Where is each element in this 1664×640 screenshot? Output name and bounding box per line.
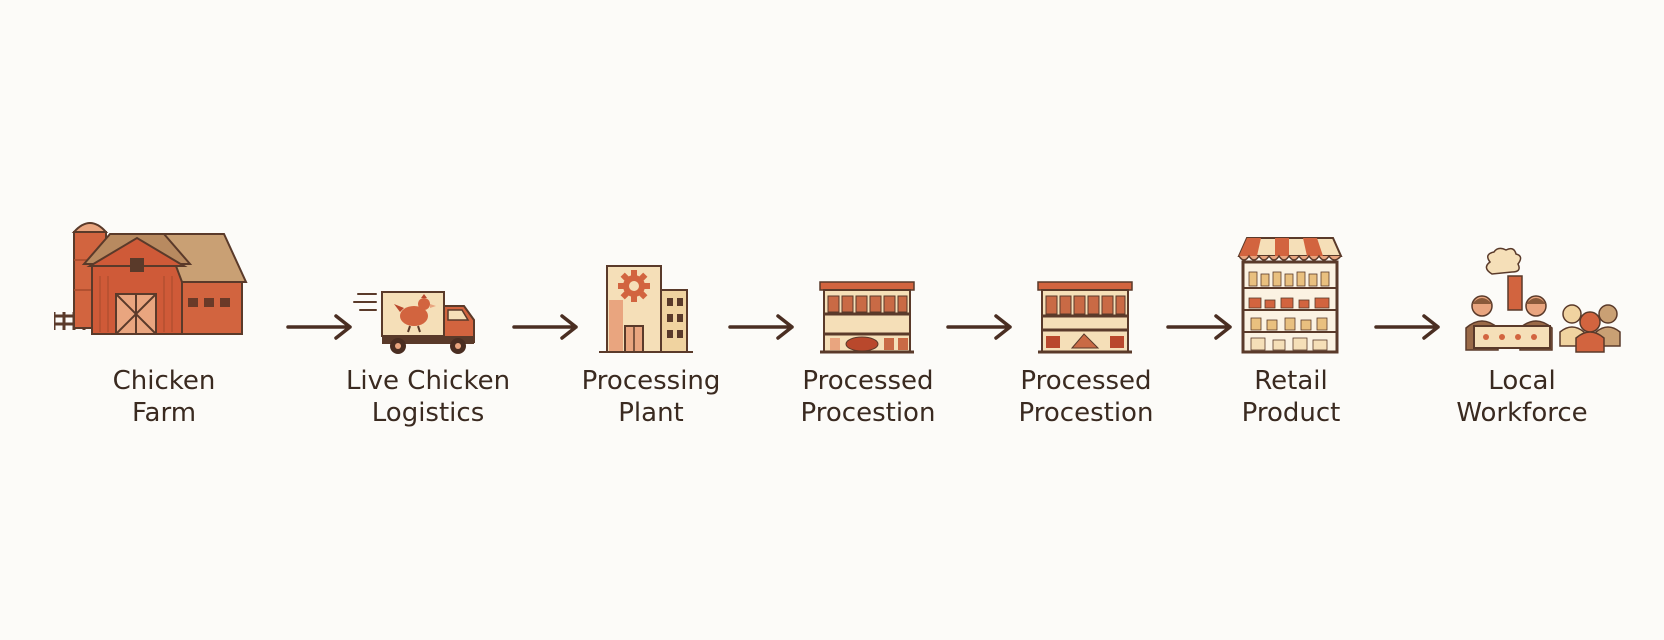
step-label-line-2: Logistics — [371, 398, 485, 428]
arrow-icon — [1166, 312, 1236, 342]
barn-icon — [54, 220, 274, 360]
step-label-line-2: Workforce — [1456, 398, 1588, 428]
step-retail-product: Retail Product — [1181, 220, 1401, 440]
step-chicken-farm: Chicken Farm — [54, 220, 274, 440]
arrow-icon — [512, 312, 582, 342]
step-label: Local Workforce — [1412, 365, 1632, 429]
step-local-workforce: Local Workforce — [1412, 220, 1632, 440]
step-label: Live Chicken Logistics — [318, 365, 538, 429]
step-label-line-1: Local — [1488, 366, 1556, 396]
step-label-line-2: Farm — [131, 398, 197, 428]
shelves-icon — [976, 220, 1196, 360]
step-processed-procestion-1: Processed Procestion — [758, 220, 978, 440]
step-label-line-1: Live Chicken — [345, 366, 511, 396]
step-live-chicken-logistics: Live Chicken Logistics — [318, 220, 538, 440]
step-processing-plant: Processing Plant — [541, 220, 761, 440]
step-label-line-1: Chicken — [112, 366, 216, 396]
step-label: Processed Procestion — [976, 365, 1196, 429]
step-label-line-2: Procestion — [800, 398, 936, 428]
step-label-line-1: Processing — [581, 366, 721, 396]
step-label: Retail Product — [1181, 365, 1401, 429]
step-label: Processing Plant — [541, 365, 761, 429]
step-label-line-1: Processed — [1020, 366, 1152, 396]
arrow-icon — [946, 312, 1016, 342]
shelves-icon — [758, 220, 978, 360]
step-label: Processed Procestion — [758, 365, 978, 429]
step-processed-procestion-2: Processed Procestion — [976, 220, 1196, 440]
step-label: Chicken Farm — [54, 365, 274, 429]
workforce-icon — [1412, 220, 1632, 360]
step-label-line-1: Retail — [1254, 366, 1328, 396]
store-icon — [1181, 220, 1401, 360]
arrow-icon — [1374, 312, 1444, 342]
factory-icon — [541, 220, 761, 360]
truck-icon — [318, 220, 538, 360]
step-label-line-2: Plant — [618, 398, 684, 428]
arrow-icon — [728, 312, 798, 342]
step-label-line-2: Product — [1241, 398, 1341, 428]
arrow-icon — [286, 312, 356, 342]
step-label-line-1: Processed — [802, 366, 934, 396]
step-label-line-2: Procestion — [1018, 398, 1154, 428]
